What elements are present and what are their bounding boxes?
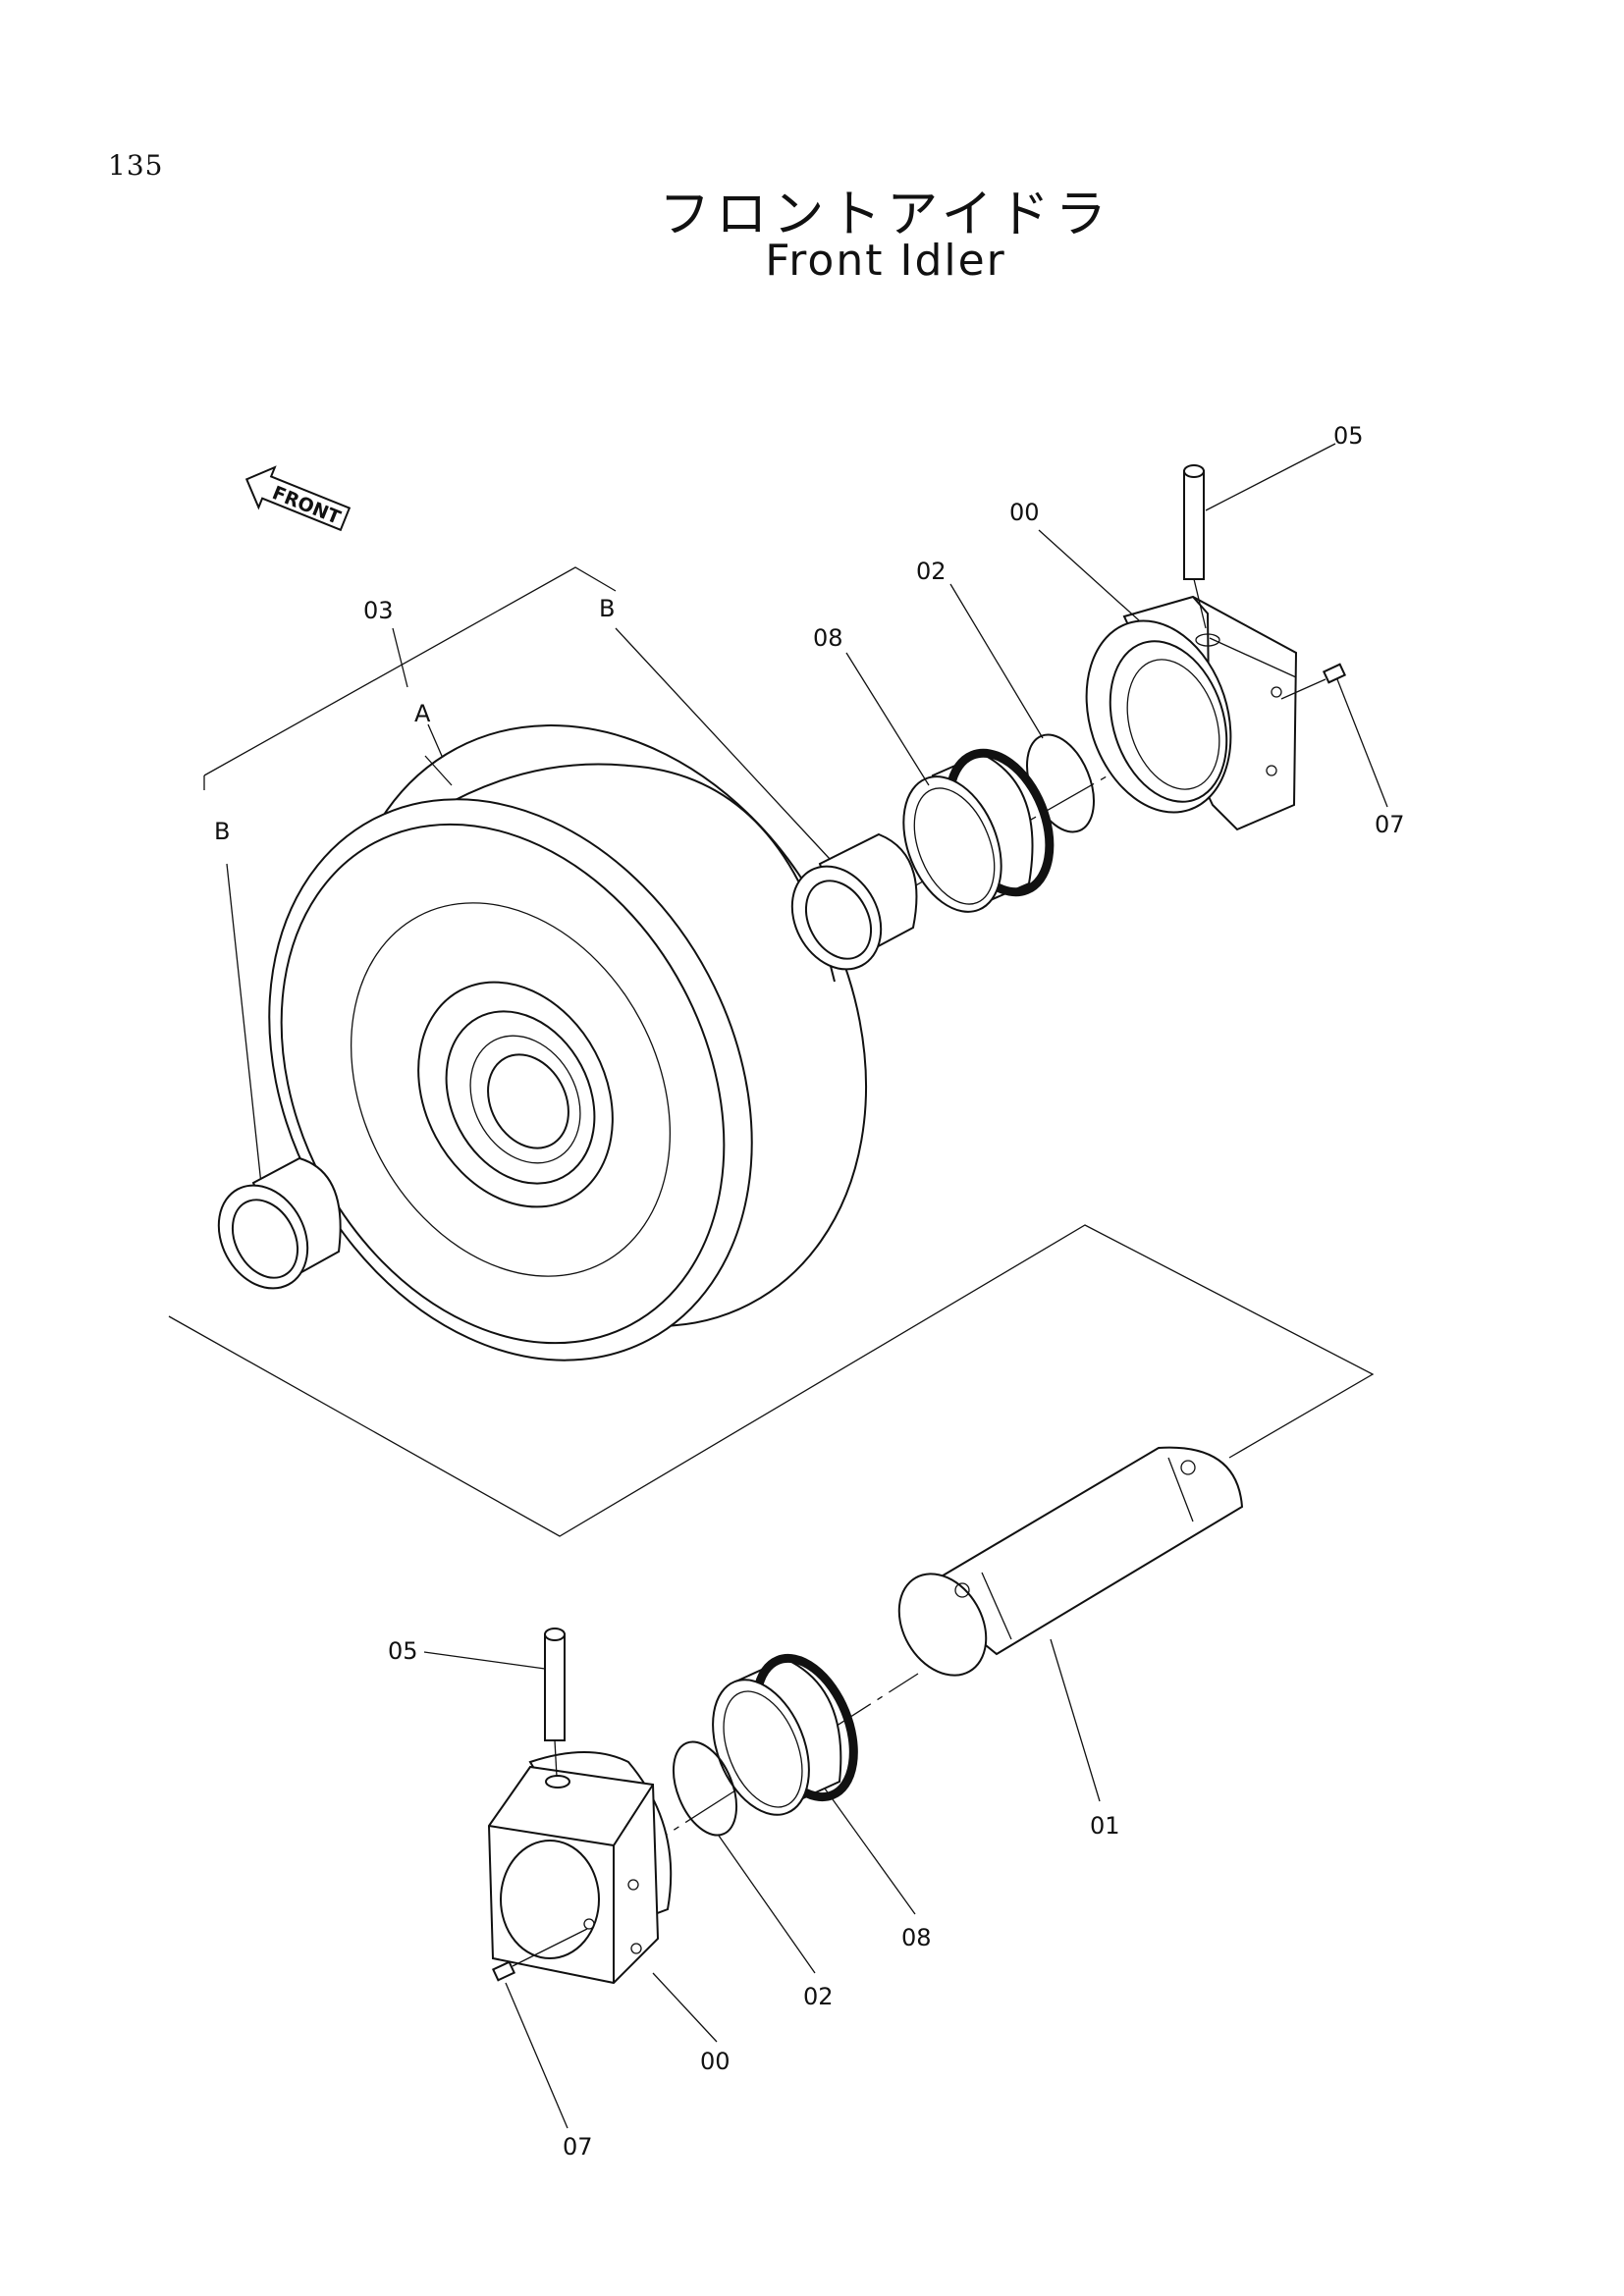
callout-02-top: 02 [916, 558, 947, 585]
callout-labels: 05 00 02 08 07 03 A B B 05 01 08 02 00 0… [214, 422, 1405, 2161]
pin-05-top [1183, 464, 1207, 629]
callout-00-top: 00 [1009, 499, 1040, 526]
floating-seal-08-bottom [712, 1653, 858, 1816]
callout-05-top: 05 [1333, 422, 1364, 450]
callout-07-bottom: 07 [563, 2133, 593, 2161]
bushing-right [790, 832, 918, 971]
callout-05-bottom: 05 [388, 1637, 418, 1665]
callout-00-bottom: 00 [700, 2048, 731, 2075]
callout-08-bottom: 08 [901, 1924, 932, 1951]
pin-05-bottom [544, 1628, 566, 1778]
title-english: Front Idler [765, 236, 1006, 286]
page-number: 135 [108, 149, 164, 182]
callout-02-bottom: 02 [803, 1983, 834, 2010]
leader-lines [423, 443, 1388, 2129]
title-japanese: フロントアイドラ [659, 186, 1112, 244]
shaft-part-01 [897, 1446, 1244, 1677]
ground-plane-outline [168, 1224, 1375, 1537]
front-arrow-label: FRONT [269, 482, 344, 529]
set-screw-07-bottom [491, 1928, 588, 1982]
callout-08-top: 08 [813, 624, 843, 652]
callout-01: 01 [1090, 1812, 1120, 1840]
idler-wheel-part-03 [268, 724, 868, 1362]
o-ring-02-bottom [672, 1740, 738, 1837]
callout-03: 03 [363, 597, 394, 624]
support-block-00-top [1085, 595, 1298, 831]
callout-b-left: B [214, 818, 230, 845]
assembly-bracket-lines [203, 566, 831, 1203]
front-arrow-icon: FRONT [244, 465, 352, 532]
callout-a: A [414, 700, 431, 727]
floating-seal-08-top [902, 748, 1055, 913]
set-screw-07-top [1280, 663, 1347, 700]
support-block-00-bottom [487, 1751, 673, 1985]
callout-b-right: B [599, 595, 615, 622]
bushing-left [217, 1156, 342, 1290]
callout-07-top: 07 [1375, 811, 1405, 838]
